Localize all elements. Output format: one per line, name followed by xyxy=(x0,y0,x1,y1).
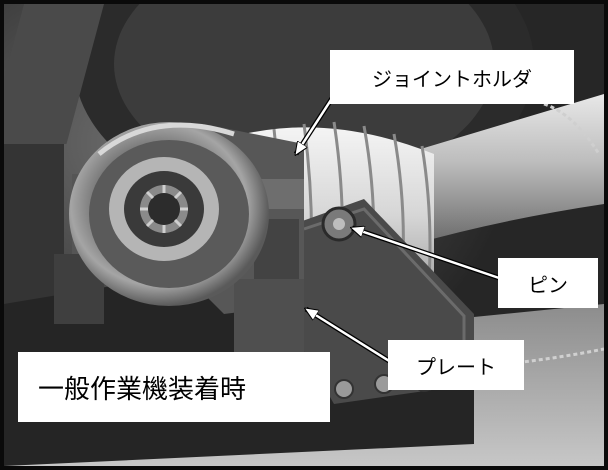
label-plate: プレート xyxy=(388,340,524,390)
ring-highlight xyxy=(97,122,235,156)
pin-head xyxy=(333,218,345,230)
label-pin: ピン xyxy=(498,258,598,308)
spline-shaft xyxy=(140,185,188,233)
label-mounting-mode: 一般作業機装着時 xyxy=(18,352,330,422)
label-joint-holder: ジョイントホルダ xyxy=(330,50,574,104)
frame-post xyxy=(4,4,104,144)
pto-shaft xyxy=(404,94,604,244)
